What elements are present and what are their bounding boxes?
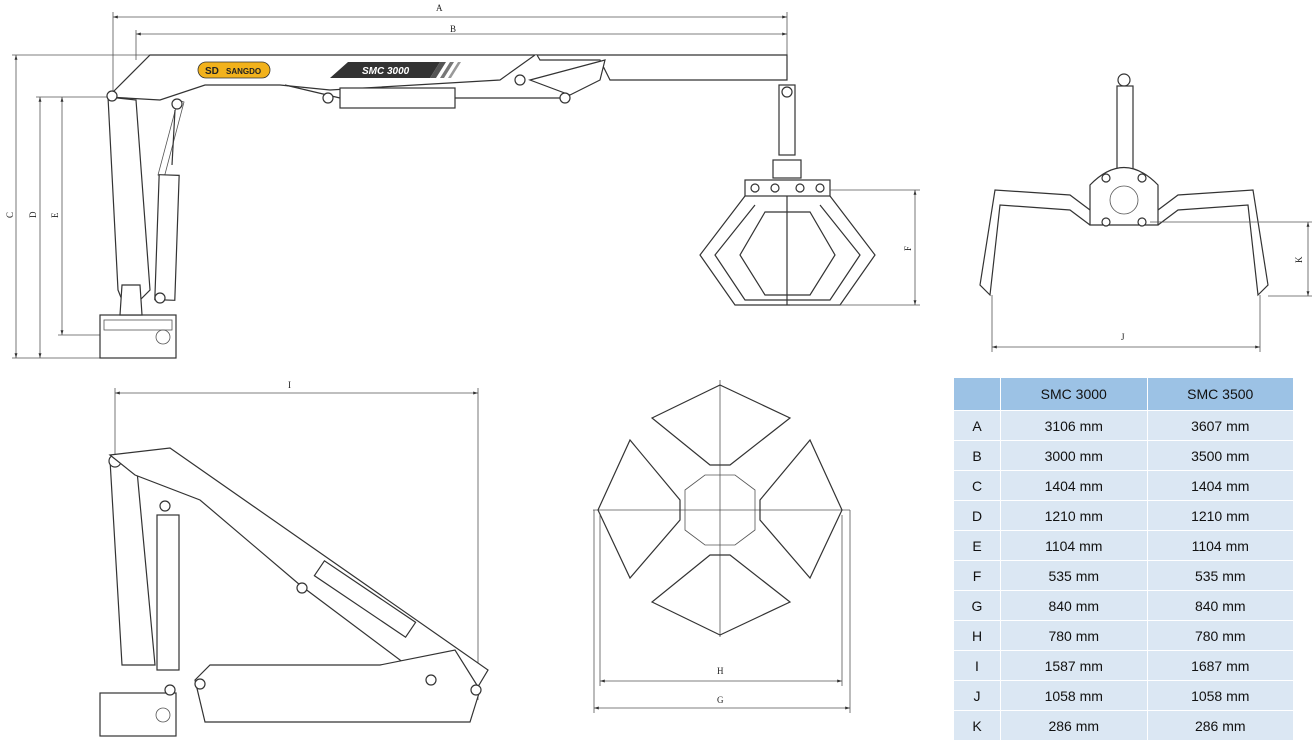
row-key: E — [954, 531, 1000, 560]
row-key: J — [954, 681, 1000, 710]
crane-column — [107, 96, 151, 301]
dimension-f: F — [790, 189, 920, 306]
right-jaw — [1157, 189, 1269, 297]
jaw-bottom — [650, 554, 792, 636]
row-key: B — [954, 441, 1000, 470]
spec-header-corner — [954, 378, 1000, 410]
smc3500-value: 3500 mm — [1147, 441, 1293, 470]
dim-label-g: G — [717, 695, 724, 705]
smc3000-value: 840 mm — [1001, 591, 1147, 620]
dimension-i: I — [114, 380, 479, 700]
dimension-a: A — [112, 3, 788, 95]
row-key: D — [954, 501, 1000, 530]
dimension-j: J — [991, 295, 1261, 352]
crane-folded-view: I — [99, 380, 489, 737]
smc3000-value: 1404 mm — [1001, 471, 1147, 500]
crane-base — [99, 314, 177, 359]
dimension-k: K — [1150, 221, 1312, 297]
row-key: K — [954, 711, 1000, 740]
dimension-g: G — [593, 510, 851, 713]
folded-extension — [194, 649, 481, 723]
smc3500-value: 1104 mm — [1147, 531, 1293, 560]
sangdo-logo: SD SANGDO — [197, 61, 271, 79]
smc3500-value: 535 mm — [1147, 561, 1293, 590]
model-badge: SMC 3000 — [330, 62, 461, 78]
dim-label-k: K — [1294, 256, 1304, 263]
jaw-top — [650, 384, 792, 466]
smc3500-value: 286 mm — [1147, 711, 1293, 740]
smc3500-value: 1058 mm — [1147, 681, 1293, 710]
dimension-d: D — [12, 96, 108, 359]
dim-label-j: J — [1121, 332, 1125, 342]
boom-extension — [535, 54, 788, 81]
smc3500-value: 780 mm — [1147, 621, 1293, 650]
fold-cylinder — [339, 87, 456, 109]
spec-header-smc3500: SMC 3500 — [1147, 378, 1293, 410]
logo-text: SANGDO — [226, 67, 261, 76]
dim-label-b: B — [450, 24, 456, 34]
dimension-e: E — [50, 97, 104, 336]
smc3000-value: 3000 mm — [1001, 441, 1147, 470]
dim-label-a: A — [436, 3, 443, 13]
dim-label-h: H — [717, 666, 724, 676]
grab-top-view: H G — [593, 380, 851, 713]
grab-rotator — [1116, 85, 1134, 182]
row-key: F — [954, 561, 1000, 590]
row-key: G — [954, 591, 1000, 620]
smc3000-value: 1104 mm — [1001, 531, 1147, 560]
smc3000-value: 3106 mm — [1001, 411, 1147, 440]
smc3500-value: 1210 mm — [1147, 501, 1293, 530]
logo-mark: SD — [205, 66, 219, 77]
dimension-c: C — [5, 54, 150, 358]
dim-label-e: E — [50, 212, 60, 218]
folded-column — [109, 459, 156, 666]
smc3000-value: 1587 mm — [1001, 651, 1147, 680]
spec-header-row: SMC 3000 SMC 3500 — [954, 378, 1293, 410]
smc3500-value: 1687 mm — [1147, 651, 1293, 680]
smc3000-value: 780 mm — [1001, 621, 1147, 650]
smc3000-value: 1058 mm — [1001, 681, 1147, 710]
row-key: I — [954, 651, 1000, 680]
smc3500-value: 3607 mm — [1147, 411, 1293, 440]
jaw-right — [759, 438, 843, 580]
crane-side-view: A B C D E — [5, 3, 920, 359]
row-key: H — [954, 621, 1000, 650]
row-key: A — [954, 411, 1000, 440]
grab-front-view: J K — [979, 73, 1312, 352]
smc3000-value: 286 mm — [1001, 711, 1147, 740]
dimension-h: H — [599, 515, 843, 686]
spec-header-smc3000: SMC 3000 — [1001, 378, 1147, 410]
smc3500-value: 840 mm — [1147, 591, 1293, 620]
smc3000-value: 535 mm — [1001, 561, 1147, 590]
dim-label-i: I — [288, 380, 291, 390]
rotator — [778, 84, 796, 156]
lift-cylinder — [154, 174, 180, 301]
model-badge-text: SMC 3000 — [362, 66, 410, 77]
smc3500-value: 1404 mm — [1147, 471, 1293, 500]
folded-base — [99, 692, 177, 737]
dim-label-d: D — [28, 211, 38, 218]
smc3000-value: 1210 mm — [1001, 501, 1147, 530]
left-jaw — [979, 189, 1091, 297]
grab-jaws-side — [699, 195, 876, 306]
dim-label-c: C — [5, 212, 15, 218]
jaw-left — [597, 438, 681, 580]
dim-label-f: F — [903, 246, 913, 251]
row-key: C — [954, 471, 1000, 500]
